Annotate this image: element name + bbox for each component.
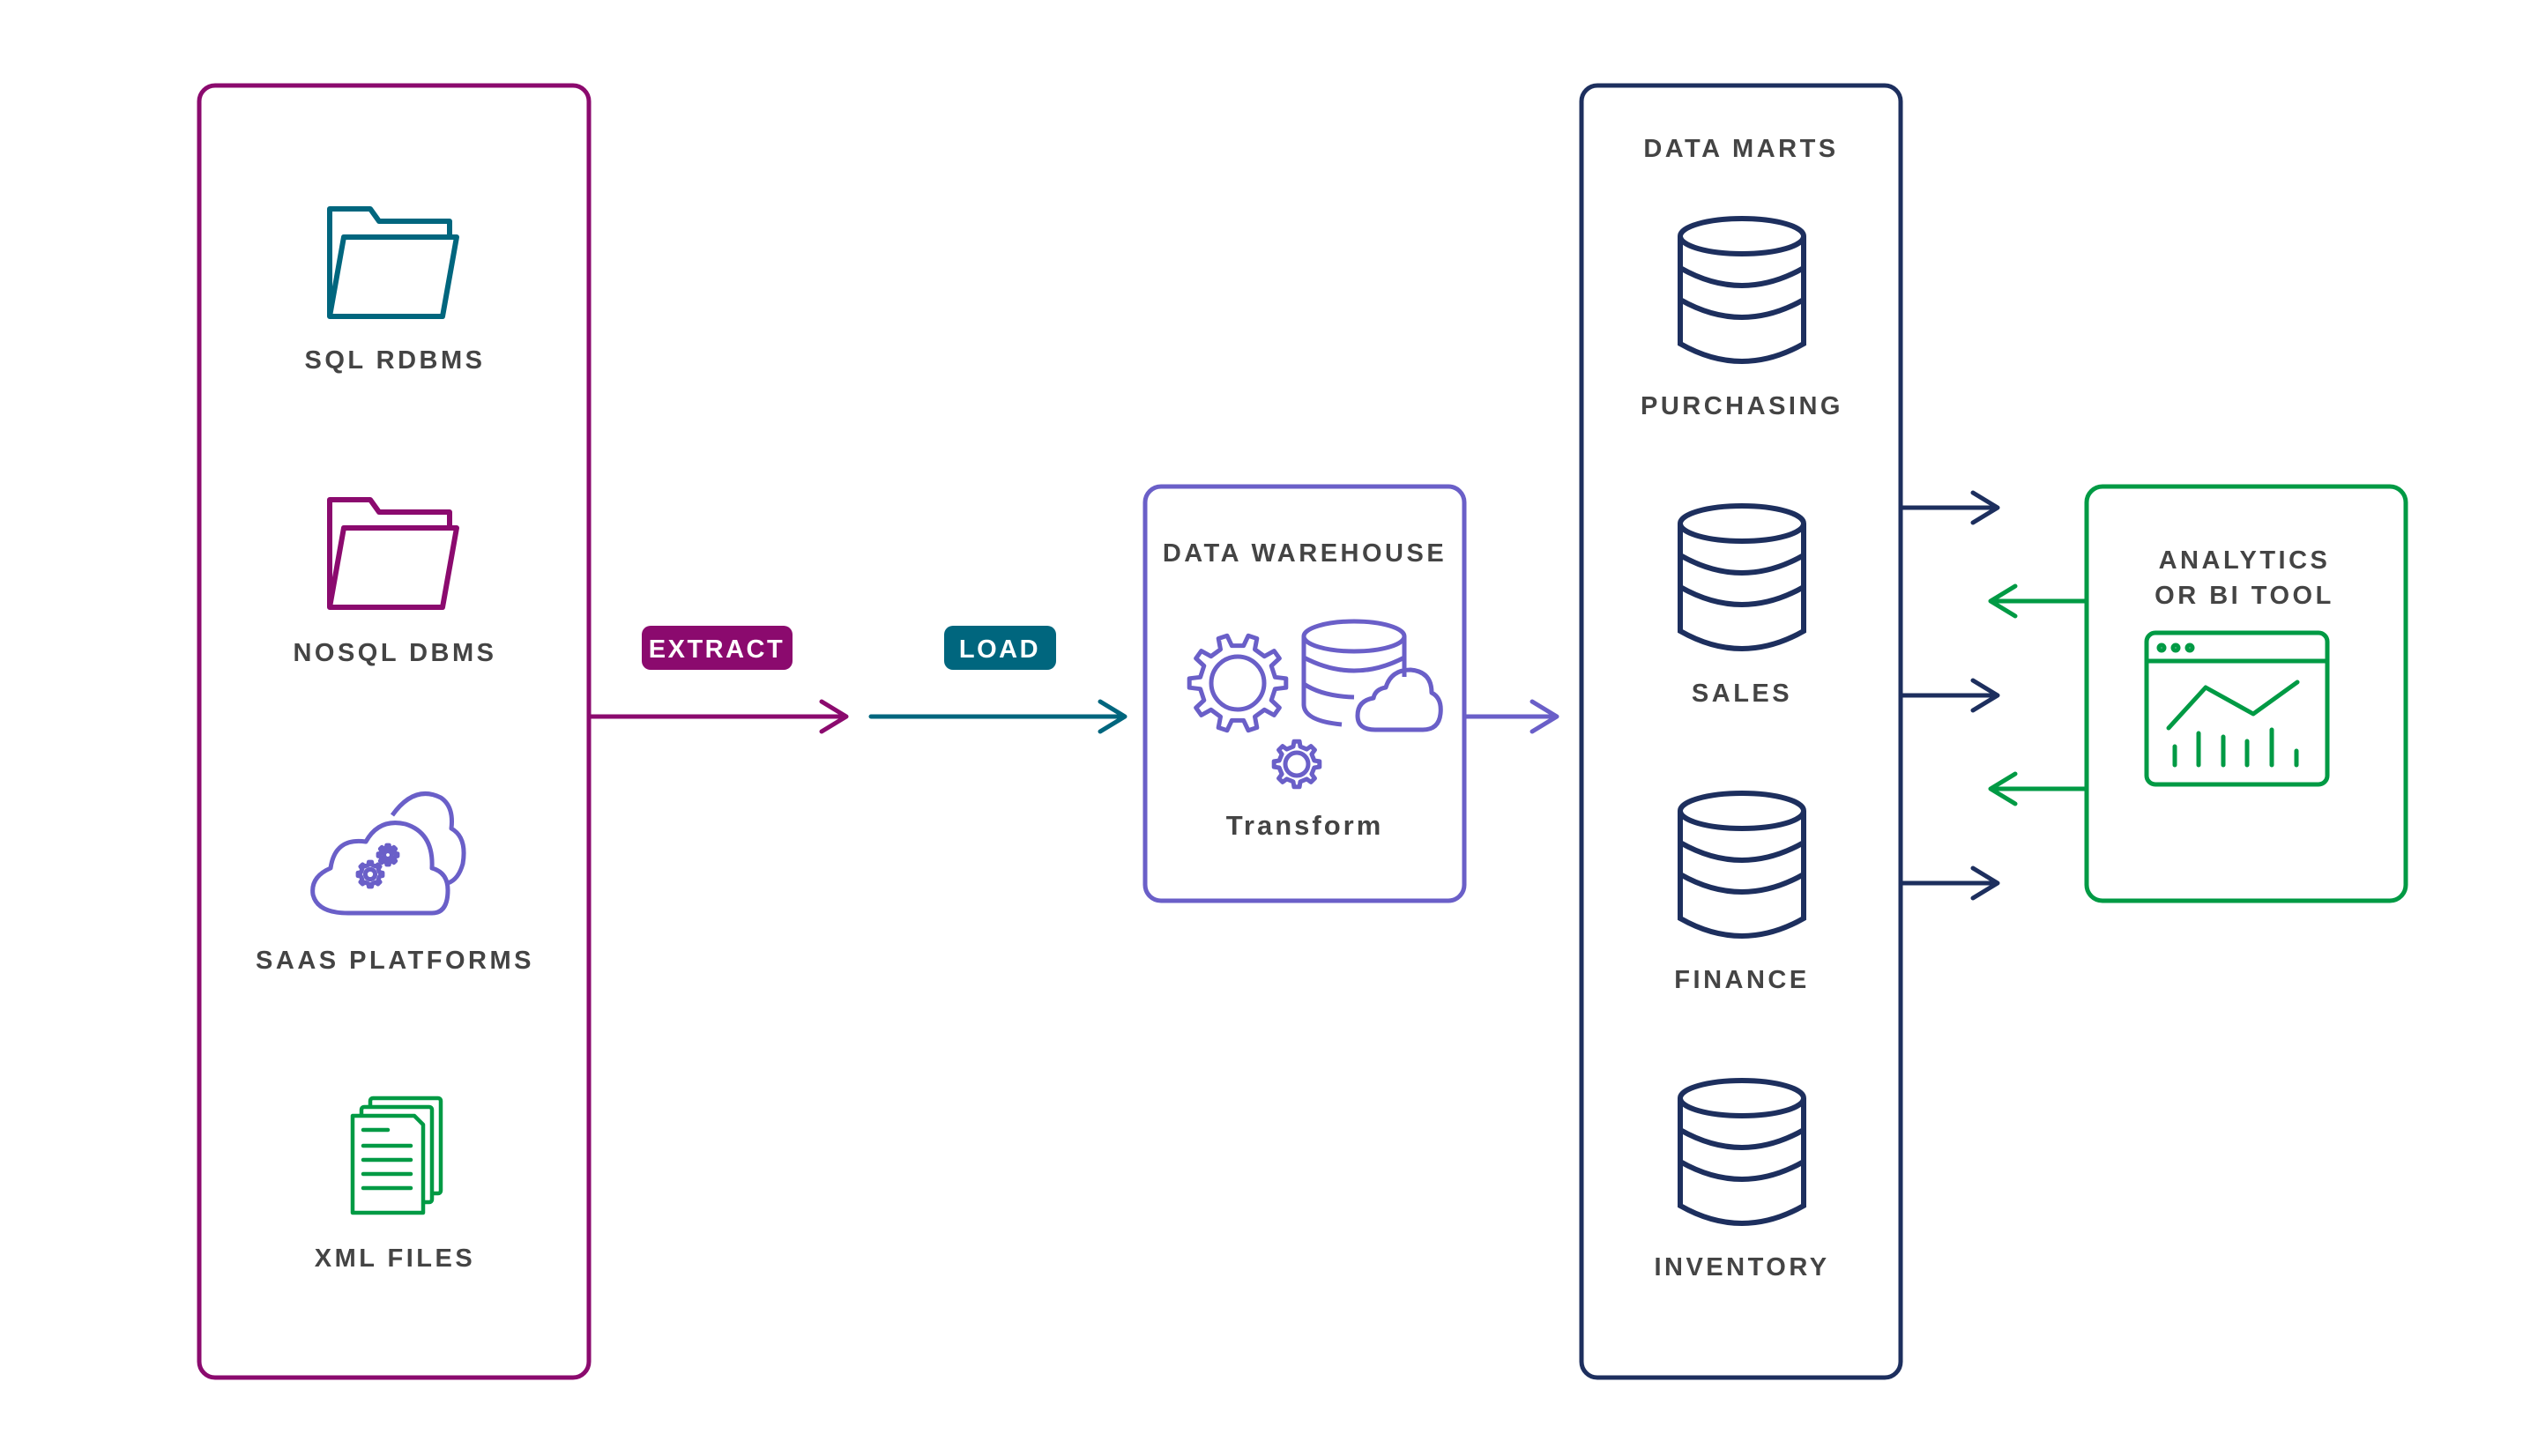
gear-outline	[1271, 739, 1322, 790]
source-label: XML FILES	[315, 1244, 475, 1273]
bi-to-marts-arrow	[1988, 583, 2089, 619]
documents-icon	[350, 1096, 443, 1215]
gear-icon	[376, 843, 400, 867]
database-icon	[1680, 1081, 1804, 1223]
load-arrow	[868, 699, 1128, 734]
marts-to-bi-arrow	[1899, 678, 2000, 713]
source-label: SAAS PLATFORMS	[256, 947, 534, 975]
bi-title-line1: ANALYTICS	[2159, 546, 2331, 575]
marts-to-bi-arrow	[1899, 490, 2000, 525]
load-label: LOAD	[959, 635, 1040, 664]
gear-hole	[1283, 750, 1311, 778]
mart-label: INVENTORY	[1654, 1253, 1829, 1281]
database-icon	[1301, 619, 1407, 727]
sources-box	[197, 83, 592, 1380]
gear-outline	[376, 843, 400, 867]
cloud-icon	[1355, 667, 1443, 732]
mart-label: PURCHASING	[1641, 392, 1843, 420]
cloud-gears-icon	[310, 791, 466, 916]
mart-label: SALES	[1692, 680, 1792, 708]
dashboard-chart-icon	[2144, 630, 2330, 787]
extract-badge: EXTRACT	[642, 626, 793, 670]
bi-tool-box	[2084, 484, 2408, 903]
mart-label: FINANCE	[1674, 966, 1809, 994]
gear-hole	[362, 866, 378, 882]
transform-icon	[1187, 619, 1443, 790]
gear-outline	[355, 859, 385, 889]
nosql-dbms-item: NOSQL DBMS	[293, 500, 496, 667]
bi-title-line2: OR BI TOOL	[2155, 582, 2334, 610]
database-icon	[1680, 219, 1804, 361]
database-icon	[1680, 793, 1804, 936]
extract-arrow	[588, 699, 849, 734]
folder-icon	[330, 209, 457, 316]
gear-outline	[1187, 633, 1289, 733]
xml-files-item: XML FILES	[315, 1096, 475, 1273]
data-warehouse-box	[1142, 484, 1467, 903]
gear-icon	[355, 859, 385, 889]
data-marts-box	[1579, 83, 1903, 1380]
gear-hole	[1209, 654, 1267, 712]
transform-label: Transform	[1226, 810, 1384, 841]
marts-to-bi-arrow	[1899, 865, 2000, 901]
warehouse-title: DATA WAREHOUSE	[1163, 539, 1447, 568]
source-label: SQL RDBMS	[305, 346, 486, 375]
folder-icon	[330, 500, 457, 607]
warehouse-to-marts-arrow	[1462, 699, 1559, 734]
extract-label: EXTRACT	[649, 635, 785, 664]
saas-platforms-item: SAAS PLATFORMS	[256, 791, 534, 975]
sql-rdbms-item: SQL RDBMS	[305, 209, 486, 375]
source-label: NOSQL DBMS	[293, 639, 496, 667]
database-icon	[1680, 506, 1804, 649]
marts-title: DATA MARTS	[1643, 135, 1838, 163]
load-badge: LOAD	[944, 626, 1056, 670]
gear-hole	[382, 849, 394, 861]
gear-icon	[1271, 739, 1322, 790]
bi-to-marts-arrow	[1988, 771, 2089, 806]
gear-icon	[1187, 633, 1289, 733]
